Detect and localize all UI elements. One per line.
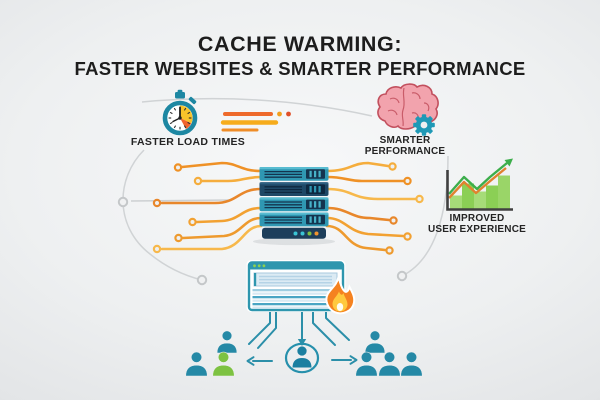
circuit-traces-icon [160,161,417,252]
arc-nodes [117,196,408,286]
label-faster-load-times: FASTER LOAD TIMES [130,136,246,148]
user-icon [400,351,423,376]
background-arcs [122,97,449,281]
label-improved-user-experience: IMPROVED USER EXPERIENCE [427,213,527,235]
user-in-circle-icon [284,342,320,374]
server-unit [259,212,329,227]
gear-icon [413,114,435,136]
user-group-left [185,330,238,376]
flame-icon [325,276,356,315]
circuit-endpoints [152,162,424,255]
stopwatch-icon [162,89,198,136]
server-base [262,227,326,239]
cache-server-stack-icon [253,167,335,246]
page-title: CACHE WARMING: FASTER WEBSITES & SMARTER… [0,32,600,79]
user-icon [378,351,401,376]
server-unit [259,167,329,181]
flow-connectors [248,311,350,349]
growth-chart-icon [446,158,513,211]
user-icon [185,351,208,376]
speed-lines-icon [220,111,291,132]
server-unit [259,182,329,196]
browser-window-icon [246,260,356,315]
stopwatch-ticks [168,106,192,130]
user-icon [355,351,378,376]
server-unit [259,197,329,212]
right-arrow-icon [331,355,358,365]
user-group-right [355,330,423,376]
left-arrow-icon [246,356,273,366]
title-line-2: FASTER WEBSITES & SMARTER PERFORMANCE [74,57,526,79]
down-arrow-icon [297,339,307,346]
user-icon [364,330,386,353]
label-smarter-performance: SMARTER PERFORMANCE [364,135,446,157]
user-icon [216,330,238,353]
user-icon-green [212,351,235,376]
browser-content-lines [252,289,340,309]
title-line-1: CACHE WARMING: [197,32,403,56]
